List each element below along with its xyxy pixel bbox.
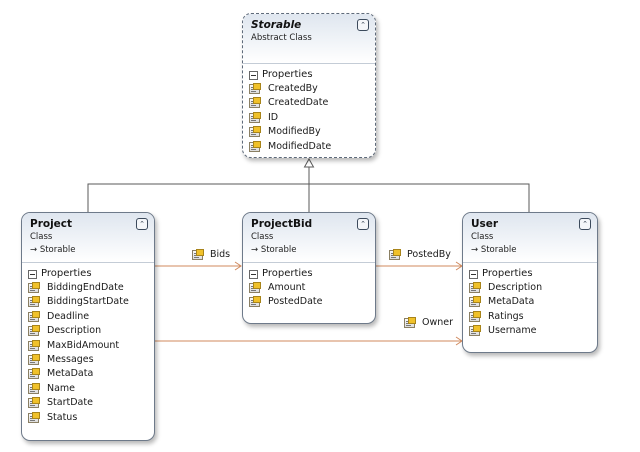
property-icon: [469, 282, 481, 293]
property-icon: [249, 296, 261, 308]
association-label-owner[interactable]: Owner: [404, 316, 453, 330]
property-icon: [28, 282, 40, 293]
property-icon: [28, 296, 40, 308]
property-icon: [469, 325, 481, 337]
project-inherits-label: → Storable: [30, 245, 76, 255]
property-icon: [249, 282, 261, 293]
project-properties-section: Properties BiddingEndDate BiddingStartDa…: [22, 263, 154, 431]
property-item[interactable]: Deadline: [28, 310, 148, 324]
projectbid-properties-label: Properties: [262, 268, 313, 279]
bids-arrowhead: [234, 261, 242, 271]
property-icon: [249, 83, 261, 94]
property-icon: [192, 249, 204, 260]
projectbid-class-box[interactable]: ProjectBid Class → Storable ⌃ Properties…: [242, 212, 376, 324]
property-icon: [28, 397, 40, 409]
property-item[interactable]: CreatedBy: [249, 82, 369, 96]
storable-class-box[interactable]: Storable Abstract Class ⌃ Properties Cre…: [242, 13, 376, 158]
projectbid-class-name: ProjectBid: [251, 218, 313, 230]
projectbid-class-stereotype: Class: [251, 232, 274, 242]
property-icon: [469, 296, 481, 308]
project-properties-label: Properties: [41, 268, 92, 279]
inheritance-line-project: [87, 183, 309, 212]
property-item[interactable]: MetaData: [469, 295, 591, 309]
property-item[interactable]: Ratings: [469, 310, 591, 324]
user-inherits-label: → Storable: [471, 245, 517, 255]
user-class-stereotype: Class: [471, 232, 494, 242]
collapse-minus-icon[interactable]: [469, 270, 478, 279]
project-class-name: Project: [30, 218, 73, 230]
project-properties-header[interactable]: Properties: [28, 267, 148, 281]
property-icon: [469, 310, 481, 322]
property-item[interactable]: Status: [28, 411, 148, 425]
storable-collapse-button[interactable]: ⌃: [357, 19, 369, 31]
property-item[interactable]: BiddingStartDate: [28, 295, 148, 309]
property-item[interactable]: PostedDate: [249, 295, 369, 309]
property-icon: [28, 368, 40, 380]
property-icon: [249, 97, 261, 109]
storable-class-name: Storable: [251, 19, 302, 31]
property-item[interactable]: ModifiedDate: [249, 140, 369, 154]
inheritance-arrowhead: [303, 157, 315, 168]
property-item[interactable]: Amount: [249, 281, 369, 295]
storable-class-stereotype: Abstract Class: [251, 33, 312, 43]
property-item[interactable]: BiddingEndDate: [28, 281, 148, 295]
property-item[interactable]: Username: [469, 324, 591, 338]
property-icon: [28, 310, 40, 322]
property-item[interactable]: ID: [249, 111, 369, 125]
project-class-header[interactable]: Project Class → Storable ⌃: [22, 213, 154, 263]
property-item[interactable]: MetaData: [28, 367, 148, 381]
user-class-header[interactable]: User Class → Storable ⌃: [463, 213, 597, 263]
property-icon: [389, 249, 401, 260]
storable-properties-label: Properties: [262, 69, 313, 80]
user-class-box[interactable]: User Class → Storable ⌃ Properties Descr…: [462, 212, 598, 353]
projectbid-class-header[interactable]: ProjectBid Class → Storable ⌃: [243, 213, 375, 263]
property-item[interactable]: ModifiedBy: [249, 125, 369, 139]
user-properties-header[interactable]: Properties: [469, 267, 591, 281]
user-properties-section: Properties Description MetaData Ratings …: [463, 263, 597, 345]
projectbid-collapse-button[interactable]: ⌃: [357, 218, 369, 230]
inheritance-line-user: [309, 183, 530, 212]
association-label-bids[interactable]: Bids: [192, 248, 230, 262]
storable-properties-header[interactable]: Properties: [249, 68, 369, 82]
project-collapse-button[interactable]: ⌃: [136, 218, 148, 230]
storable-class-header[interactable]: Storable Abstract Class ⌃: [243, 14, 375, 64]
user-collapse-button[interactable]: ⌃: [579, 218, 591, 230]
collapse-minus-icon[interactable]: [249, 270, 258, 279]
property-item[interactable]: Description: [28, 324, 148, 338]
projectbid-inherits-label: → Storable: [251, 245, 297, 255]
projectbid-properties-header[interactable]: Properties: [249, 267, 369, 281]
collapse-minus-icon[interactable]: [28, 270, 37, 279]
property-icon: [249, 126, 261, 138]
property-item[interactable]: StartDate: [28, 396, 148, 410]
property-icon: [28, 325, 40, 337]
property-icon: [28, 353, 40, 365]
property-item[interactable]: Name: [28, 382, 148, 396]
user-class-name: User: [471, 218, 499, 230]
property-icon: [249, 111, 261, 123]
inheritance-connectors: [87, 157, 530, 212]
property-item[interactable]: Messages: [28, 353, 148, 367]
property-item[interactable]: MaxBidAmount: [28, 339, 148, 353]
property-icon: [28, 411, 40, 423]
property-item[interactable]: Description: [469, 281, 591, 295]
project-class-box[interactable]: Project Class → Storable ⌃ Properties Bi…: [21, 212, 155, 441]
property-icon: [404, 317, 416, 328]
property-icon: [28, 382, 40, 394]
storable-properties-section: Properties CreatedBy CreatedDate ID Modi…: [243, 64, 375, 160]
user-properties-label: Properties: [482, 268, 533, 279]
property-icon: [249, 140, 261, 152]
project-class-stereotype: Class: [30, 232, 53, 242]
property-item[interactable]: CreatedDate: [249, 96, 369, 110]
projectbid-properties-section: Properties Amount PostedDate: [243, 263, 375, 316]
property-icon: [28, 339, 40, 351]
collapse-minus-icon[interactable]: [249, 71, 258, 80]
association-label-postedby[interactable]: PostedBy: [389, 248, 451, 262]
